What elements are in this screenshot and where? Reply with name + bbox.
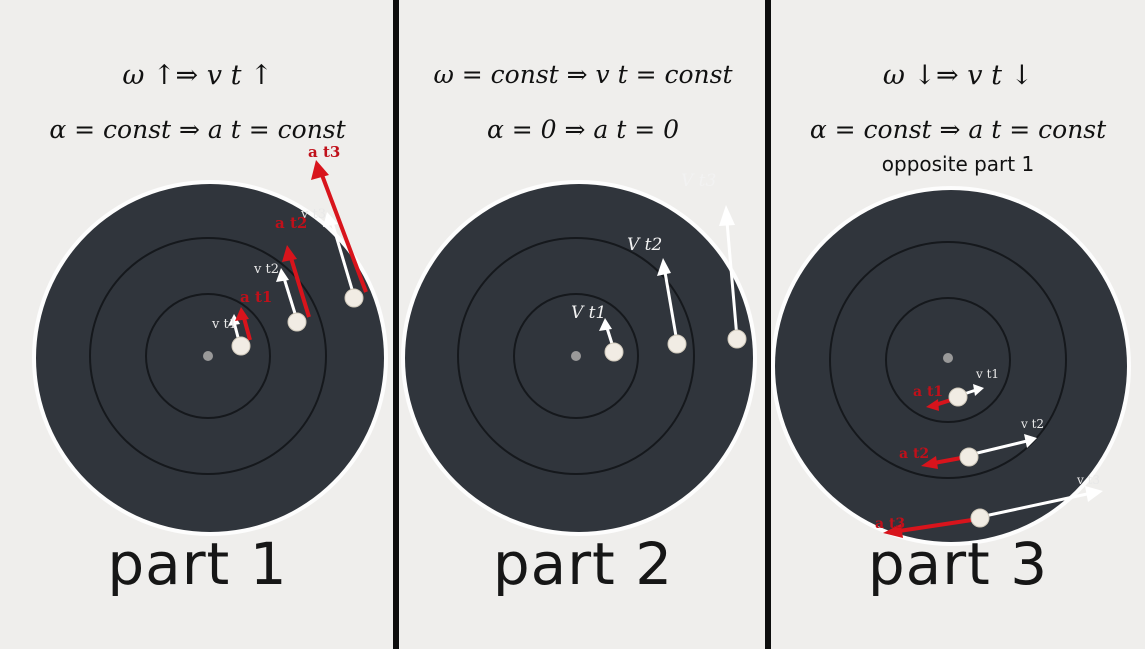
acceleration-arrow-head-2 (282, 245, 297, 262)
velocity-label-3: v t3 (1076, 473, 1100, 487)
velocity-arrow-head-2 (657, 258, 671, 276)
acceleration-label-3: a t3 (308, 143, 340, 161)
panel-part-3: v t1 v t2 v t3 a t1 a t2 a t3 ω ↓⇒ v t ↓… (771, 0, 1145, 649)
velocity-arrow-head-3 (719, 205, 735, 226)
groove-inner-3 (885, 297, 1011, 423)
velocity-label-1: V t1 (571, 303, 606, 323)
equation-line-1: ω ↑⇒ v t ↑ (122, 60, 273, 91)
spindle-3 (943, 353, 953, 363)
acceleration-label-2: a t2 (899, 446, 929, 462)
velocity-arrow-head-3 (1085, 486, 1103, 502)
velocity-arrow-2 (663, 271, 679, 343)
acceleration-label-3: a t3 (875, 516, 905, 532)
equation-line-2: α = const ⇒ a t = const (809, 115, 1107, 144)
acceleration-arrow-3 (898, 518, 973, 533)
velocity-arrow-head-1 (228, 314, 240, 326)
velocity-arrow-head-1 (599, 318, 612, 331)
velocity-arrow-3 (979, 492, 1088, 519)
puck-2 (287, 312, 307, 332)
part-label: part 2 (492, 530, 674, 598)
velocity-label-1: v t1 (211, 317, 237, 332)
acceleration-arrow-head-2 (921, 456, 938, 469)
acceleration-arrow-head-1 (926, 399, 939, 411)
equation-line-2: α = 0 ⇒ a t = 0 (486, 115, 680, 144)
acceleration-label-1: a t1 (240, 288, 272, 306)
puck-3 (970, 508, 990, 528)
acceleration-label-2: a t2 (275, 214, 307, 232)
acceleration-label-1: a t1 (913, 384, 943, 400)
puck-2 (959, 447, 979, 467)
spindle-1 (203, 351, 213, 361)
velocity-label-2: V t2 (627, 235, 662, 255)
note-text: opposite part 1 (881, 152, 1035, 176)
groove-outer-1 (89, 237, 327, 475)
velocity-arrow-2 (968, 439, 1028, 457)
acceleration-arrow-head-1 (235, 307, 249, 321)
puck-3 (727, 329, 747, 349)
turntable-diagram-3: v t1 v t2 v t3 a t1 a t2 a t3 (771, 186, 1131, 546)
velocity-label-3: V t3 (681, 171, 716, 191)
acceleration-arrow-2 (933, 456, 962, 465)
velocity-label-2: v t2 (253, 262, 279, 277)
velocity-arrow-head-2 (276, 268, 289, 282)
spindle-2 (571, 351, 581, 361)
panel-part-2: V t1 V t2 V t3 ω = const ⇒ v t = const α… (399, 0, 767, 649)
groove-outer-2 (457, 237, 695, 475)
puck-1 (231, 336, 251, 356)
turntable-diagram-1: v t1 v t2 v t3 a t1 a t2 a t3 (32, 143, 388, 536)
part-label: part 3 (867, 530, 1049, 598)
velocity-arrow-head-3 (323, 212, 338, 227)
puck-3 (344, 288, 364, 308)
equation-line-1: ω = const ⇒ v t = const (433, 60, 733, 89)
part-label: part 1 (107, 530, 288, 598)
velocity-arrow-3 (330, 221, 356, 297)
turntable-diagram-2: V t1 V t2 V t3 (401, 171, 757, 536)
groove-inner-2 (513, 293, 639, 419)
acceleration-arrow-3 (320, 174, 368, 293)
divider-1 (393, 0, 399, 649)
puck-1 (948, 387, 968, 407)
divider-2 (765, 0, 771, 649)
velocity-arrow-head-2 (1024, 434, 1037, 448)
acceleration-arrow-2 (289, 257, 311, 318)
acceleration-arrow-1 (242, 317, 252, 341)
puck-2 (667, 334, 687, 354)
velocity-arrow-head-1 (973, 384, 984, 396)
acceleration-arrow-head-3 (883, 524, 903, 538)
velocity-label-2: v t2 (1020, 417, 1044, 431)
equation-line-1: ω ↓⇒ v t ↓ (882, 60, 1034, 91)
groove-outer-3 (829, 241, 1067, 479)
velocity-label-3: v t3 (300, 207, 326, 222)
groove-inner-1 (145, 293, 271, 419)
acceleration-arrow-head-3 (311, 160, 329, 180)
panel-part-1: v t1 v t2 v t3 a t1 a t2 a t3 ω ↑⇒ v t ↑… (0, 0, 395, 649)
velocity-arrow-3 (725, 221, 739, 339)
equation-line-2: α = const ⇒ a t = const (49, 115, 346, 144)
velocity-label-1: v t1 (975, 367, 999, 381)
puck-1 (604, 342, 624, 362)
